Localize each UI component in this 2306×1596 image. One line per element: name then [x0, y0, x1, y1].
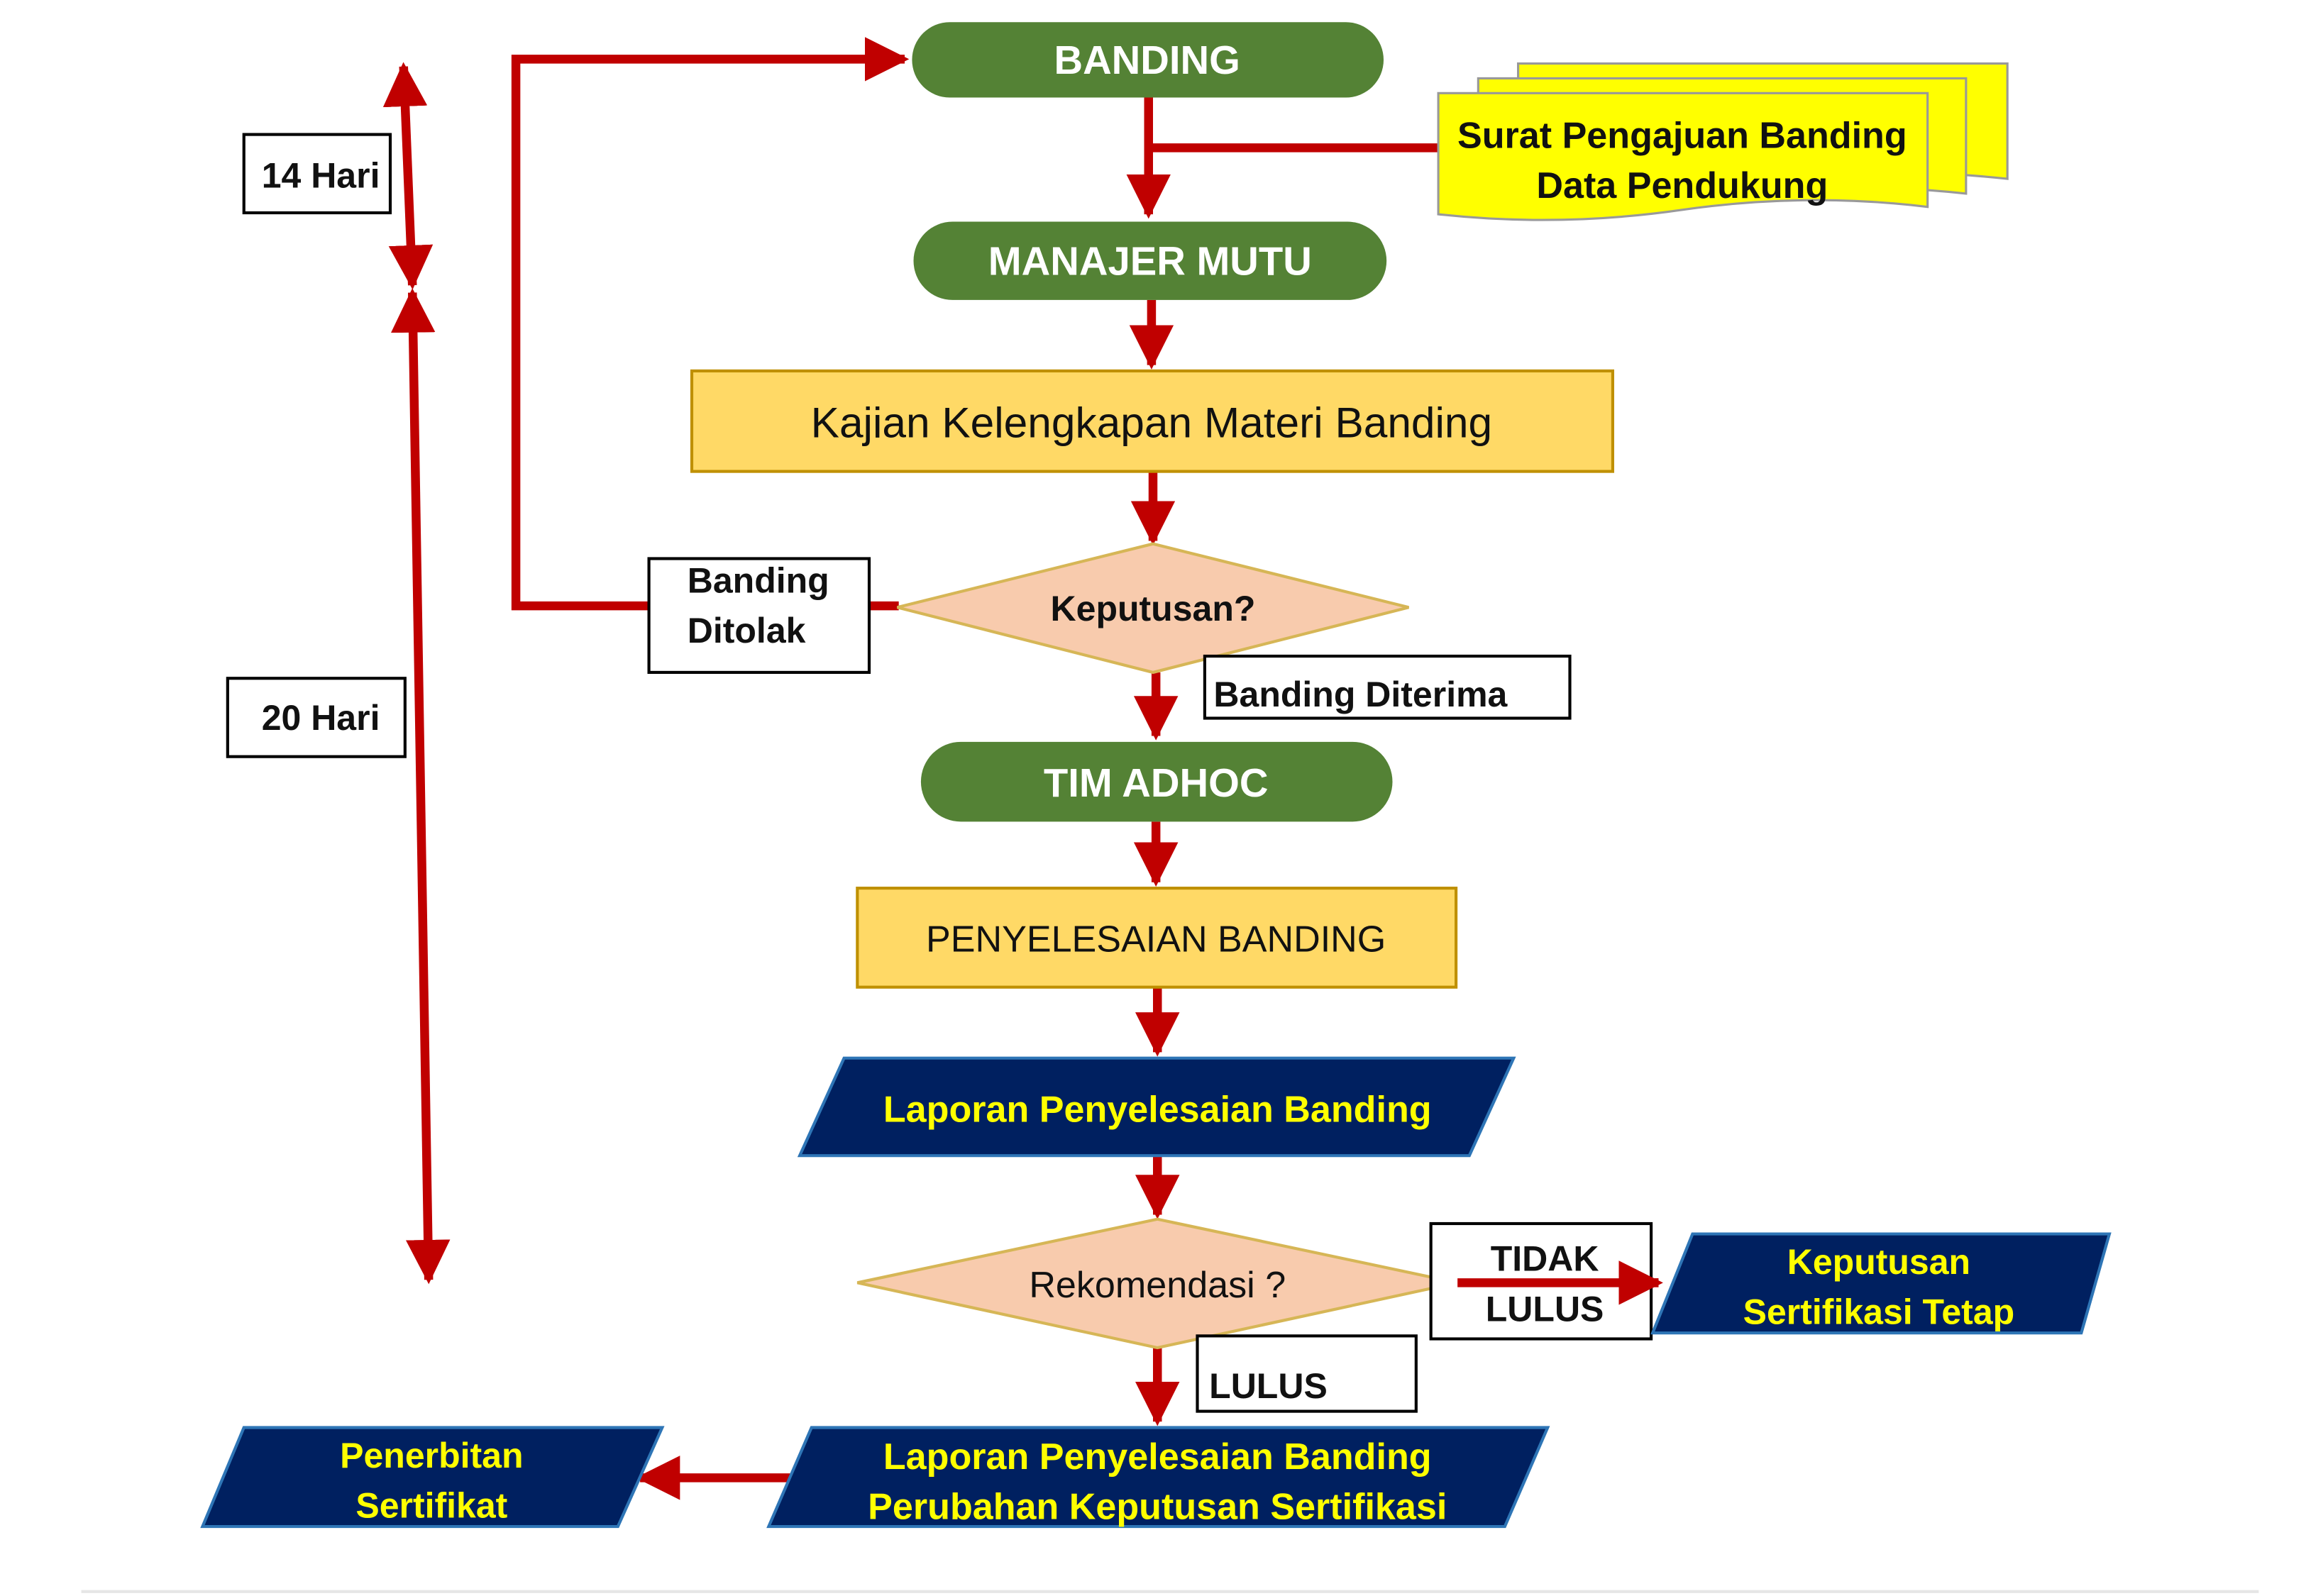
node-manajer-mutu: MANAJER MUTU	[913, 221, 1387, 300]
node-manajer-mutu-label: MANAJER MUTU	[988, 239, 1312, 284]
io-keputusan-tetap: Keputusan Sertifikasi Tetap	[1650, 1232, 2112, 1335]
io-laporan-perubahan: Laporan Penyelesaian Banding Perubahan K…	[766, 1426, 1550, 1529]
duration-14-hari-text: 14 Hari	[262, 156, 380, 196]
duration-arrow-14-hari	[382, 62, 434, 290]
label-banding-diterima-text: Banding Diterima	[1213, 675, 1508, 714]
duration-label-20-hari: 20 Hari	[226, 677, 407, 758]
node-banding-label: BANDING	[1054, 38, 1240, 82]
node-kajian: Kajian Kelengkapan Materi Banding	[690, 369, 1614, 473]
node-penyelesaian-label: PENYELESAIAN BANDING	[926, 919, 1386, 960]
document-line-2: Data Pendukung	[1536, 165, 1828, 206]
label-banding-diterima: Banding Diterima	[1203, 654, 1572, 720]
decision-keputusan-label: Keputusan?	[1051, 589, 1256, 628]
arrow-ditolak-to-banding	[511, 37, 910, 611]
io-keputusan-tetap-line1: Keputusan	[1787, 1242, 1970, 1282]
label-tidak-lulus-line1: TIDAK	[1491, 1239, 1599, 1279]
node-tim-adhoc-label: TIM ADHOC	[1044, 760, 1269, 805]
label-banding-ditolak-line1: Banding	[688, 560, 829, 600]
duration-arrow-20-hari	[390, 288, 451, 1285]
duration-label-14-hari: 14 Hari	[242, 133, 392, 215]
node-tim-adhoc: TIM ADHOC	[920, 741, 1393, 822]
io-laporan-perubahan-line1: Laporan Penyelesaian Banding	[883, 1436, 1432, 1478]
decision-rekomendasi-label: Rekomendasi ?	[1029, 1265, 1286, 1306]
document-stack: Surat Pengajuan Banding Data Pendukung	[1437, 62, 2009, 221]
node-kajian-label: Kajian Kelengkapan Materi Banding	[811, 399, 1492, 447]
label-banding-ditolak-line2: Ditolak	[688, 611, 806, 650]
io-penerbitan-sertifikat: Penerbitan Sertifikat	[200, 1426, 665, 1529]
decision-rekomendasi: Rekomendasi ?	[856, 1217, 1458, 1350]
io-penerbitan-line2: Sertifikat	[355, 1486, 507, 1526]
io-laporan-perubahan-line2: Perubahan Keputusan Sertifikasi	[868, 1487, 1447, 1528]
document-line-1: Surat Pengajuan Banding	[1457, 115, 1907, 156]
io-keputusan-tetap-line2: Sertifikasi Tetap	[1743, 1292, 2015, 1332]
io-laporan-penyelesaian-label: Laporan Penyelesaian Banding	[883, 1089, 1432, 1130]
io-laporan-penyelesaian: Laporan Penyelesaian Banding	[797, 1056, 1516, 1158]
node-banding: BANDING	[912, 22, 1384, 98]
timeline	[382, 62, 451, 1285]
label-banding-ditolak: Banding Ditolak	[647, 557, 871, 674]
decision-keputusan: Keputusan?	[897, 542, 1409, 675]
io-penerbitan-line1: Penerbitan	[340, 1436, 523, 1475]
label-lulus-text: LULUS	[1209, 1366, 1328, 1406]
label-tidak-lulus-line2: LULUS	[1486, 1289, 1604, 1329]
label-lulus: LULUS	[1196, 1334, 1418, 1413]
duration-20-hari-text: 20 Hari	[262, 698, 380, 738]
node-penyelesaian: PENYELESAIAN BANDING	[856, 887, 1458, 989]
